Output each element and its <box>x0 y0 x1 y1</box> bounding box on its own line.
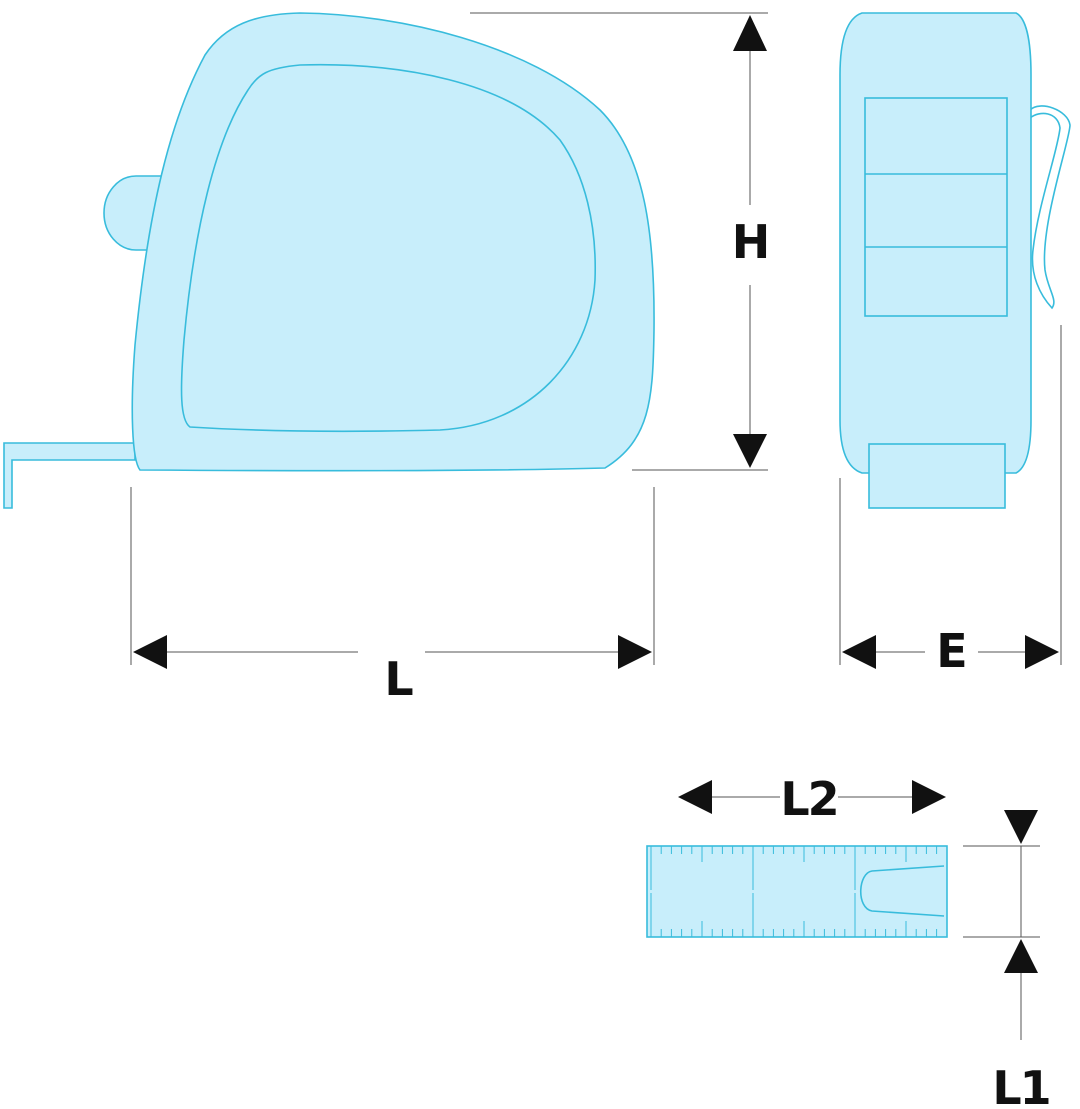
tape-measure-side-icon <box>3 12 655 509</box>
blade-width-label: L2 <box>780 772 837 826</box>
length-label: L <box>384 652 413 706</box>
front-window-icon <box>864 97 1008 317</box>
arrow-right-icon <box>618 635 652 669</box>
blade-ticks <box>650 846 938 937</box>
blade-hook-slot-icon <box>860 865 945 917</box>
arrow-right-icon <box>912 780 946 814</box>
belt-clip-icon <box>1029 105 1071 310</box>
blade-thickness-label: L1 <box>992 1061 1049 1109</box>
blade-hook-icon <box>3 442 136 509</box>
length-dimension: L <box>130 487 655 706</box>
arrow-left-icon <box>133 635 167 669</box>
height-label: H <box>732 215 769 269</box>
front-base-icon <box>868 443 1006 509</box>
blade-thickness-dimension: L1 <box>963 810 1052 1109</box>
blade-width-dimension: L2 <box>678 772 946 826</box>
tape-blade-icon <box>646 845 948 938</box>
side-panel-icon <box>180 63 597 433</box>
front-body-icon <box>839 12 1032 474</box>
arrow-down-icon <box>733 434 767 468</box>
arrow-left-icon <box>678 780 712 814</box>
arrow-up-icon <box>1004 939 1038 973</box>
tape-measure-front-icon <box>839 12 1071 509</box>
height-dimension: H <box>470 12 770 471</box>
arrow-up-icon <box>733 15 767 51</box>
arrow-right-icon <box>1025 635 1059 669</box>
width-label: E <box>936 624 965 678</box>
width-dimension: E <box>839 325 1062 678</box>
arrow-down-icon <box>1004 810 1038 844</box>
side-body-icon <box>131 12 655 472</box>
arrow-left-icon <box>842 635 876 669</box>
